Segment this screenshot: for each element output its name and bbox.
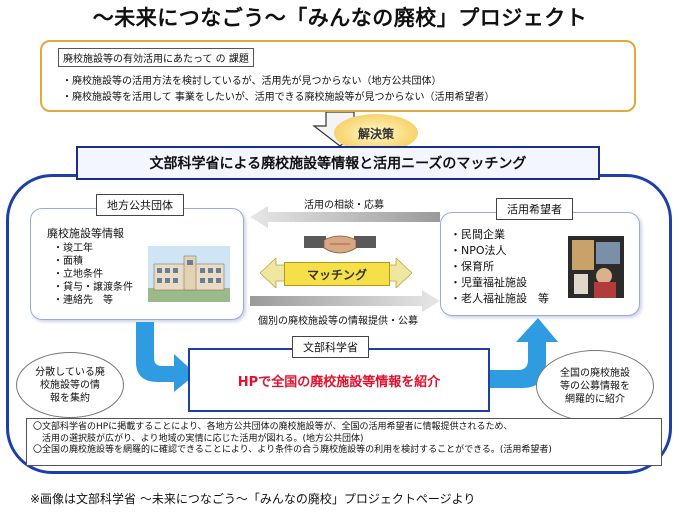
municipality-info-item: ・竣工年 [53, 243, 93, 254]
issues-heading: 廃校施設等の有効活用にあたって の 課題 [58, 48, 254, 67]
bubble-line: 報を集約 [49, 392, 90, 404]
note-line: 活用の選択肢が広がり、より地域の実情に応じた活用が図れる。(地方公共団体) [33, 433, 364, 444]
applicant-illustration-image [568, 236, 624, 298]
issue-item: ・廃校施設等を活用して 事業をしたいが、活用できる廃校施設等が見つからない（活用… [62, 92, 495, 103]
note-line: 〇全国の廃校施設等を網羅的に確認できることにより、より条件の合う廃校施設等の利用… [33, 445, 552, 455]
right-arrow-icon [250, 290, 440, 312]
mext-box: HPで全国の廃校施設等情報を紹介 [188, 348, 490, 412]
municipality-label: 地方公共団体 [96, 194, 184, 216]
solution-badge: 解決策 [334, 114, 418, 152]
note-line: 〇文部科学省のHPに掲載することにより、各地方公共団体の廃校施設等が、全国の活用… [33, 422, 513, 432]
page-title: ～未来につなごう～「みんなの廃校」プロジェクト [92, 6, 588, 30]
matching-label: マッチング [284, 262, 390, 286]
source-caption: ※画像は文部科学省 ～未来につなごう～「みんなの廃校」プロジェクトページより [30, 492, 476, 506]
applicants-label: 活用希望者 [496, 198, 573, 220]
municipality-info-heading: 廃校施設等情報 [47, 227, 124, 240]
matching-header: 文部科学省による廃校施設等情報と活用ニーズのマッチング [76, 146, 600, 180]
bubble-line: 全国の廃校施設 [560, 367, 630, 379]
applicant-item: ・児童福祉施設 [450, 276, 527, 289]
issue-item: ・廃校施設等の活用方法を検討しているが、活用先が見つからない（地方公共団体） [62, 76, 442, 87]
right-callout-bubble: 全国の廃校施設 等の公募情報を 網羅的に紹介 [536, 350, 654, 422]
left-arrow-icon [250, 206, 440, 228]
bubble-line: 網羅的に紹介 [565, 393, 625, 405]
mext-label: 文部科学省 [292, 336, 369, 358]
handshake-icon [304, 235, 376, 254]
bubble-line: 等の公募情報を [560, 380, 630, 392]
issues-box: 廃校施設等の有効活用にあたって の 課題 ・廃校施設等の活用方法を検討しているが… [40, 40, 636, 112]
notes-box: 〇文部科学省のHPに掲載することにより、各地方公共団体の廃校施設等が、全国の活用… [26, 418, 662, 466]
municipality-info-item: ・貸与・譲渡条件 [53, 282, 133, 293]
applicant-item: ・保育所 [450, 260, 494, 273]
municipality-info-item: ・連絡先 等 [53, 295, 113, 306]
consult-arrow-label: 活用の相談・応募 [304, 200, 384, 211]
mext-headline: HPで全国の廃校施設等情報を紹介 [237, 374, 441, 390]
applicant-item: ・老人福祉施設 等 [450, 292, 549, 305]
provide-arrow-label: 個別の廃校施設等の情報提供・公募 [258, 316, 418, 327]
left-callout-bubble: 分散している廃 校施設等の情 報を集約 [16, 352, 124, 418]
bubble-line: 校施設等の情 [39, 379, 100, 391]
municipality-info-item: ・立地条件 [53, 269, 103, 280]
municipality-info-item: ・面積 [53, 256, 83, 267]
school-building-image [148, 246, 230, 302]
applicant-item: ・NPO法人 [450, 244, 507, 257]
applicant-item: ・民間企業 [450, 228, 505, 241]
bubble-line: 分散している廃 [35, 366, 105, 378]
curved-arrow-left-icon [136, 322, 196, 392]
